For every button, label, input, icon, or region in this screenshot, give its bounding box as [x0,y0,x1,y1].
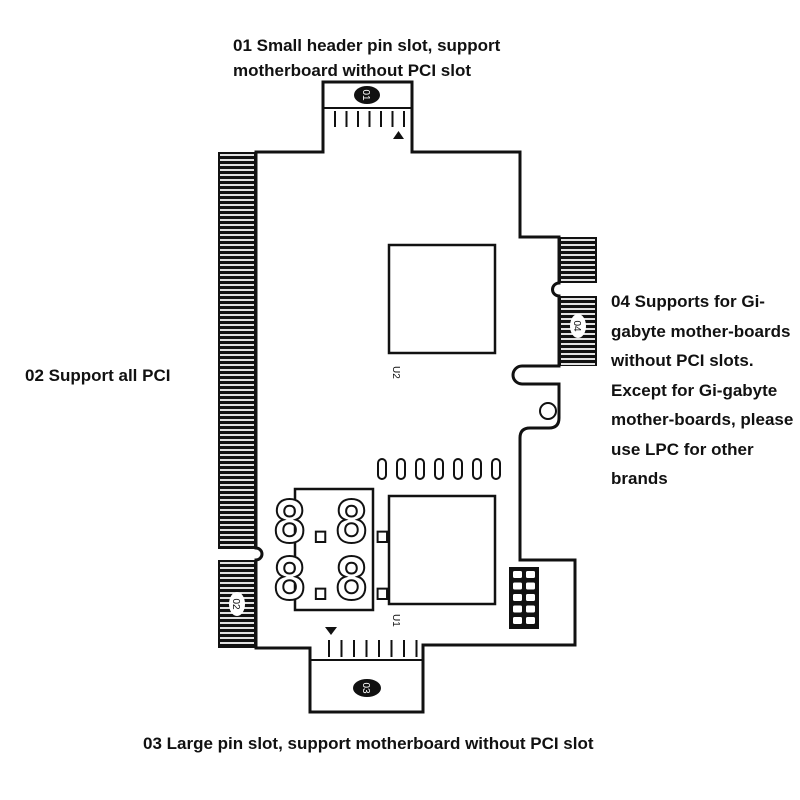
capsule-pad [491,458,501,480]
caption-slot-03: 03 Large pin slot, support motherboard w… [143,734,594,753]
chip-u1-label: U1 [390,614,401,627]
capsule-pad [472,458,482,480]
lpc-pin [526,571,535,578]
display-top-digits: 8.8. [272,488,396,556]
capsule-pad [434,458,444,480]
pin1-marker-top [393,131,404,139]
lpc-pin [526,605,535,613]
chip-u2-label: U2 [390,366,401,379]
chip-u1 [387,494,497,606]
mounting-hole [539,402,557,420]
caption-slot-02: 02 Support all PCI [25,366,171,385]
display-bottom-digits: 8.8. [272,545,396,613]
seven-segment-display [293,487,375,612]
connector-01-badge [354,86,380,104]
connector-01-label: 01 [360,89,371,101]
lpc-pin [526,582,535,590]
capsule-pad [396,458,406,480]
chip-u2 [387,243,497,355]
lpc-pin [513,582,522,590]
capsule-pad [453,458,463,480]
lpc-pin [513,571,522,578]
lpc-pin [513,594,522,601]
lpc-pin [513,617,522,624]
capsule-pad [377,458,387,480]
connector-03-badge [353,679,381,697]
caption-slot-01: 01 Small header pin slot, support mother… [233,36,501,80]
lpc-pin [513,605,522,613]
capsule-pad [415,458,425,480]
connector-02-label: 02 [230,598,241,610]
board-outline [254,80,577,714]
connector-04-label: 04 [571,320,582,332]
caption-slot-04: 04 Supports for Gi-gabyte mother-boards … [611,292,794,488]
lpc-pin [526,594,535,601]
connector-03-label: 03 [360,682,371,694]
lpc-pin [526,617,535,624]
pin1-marker-bottom [325,627,337,635]
